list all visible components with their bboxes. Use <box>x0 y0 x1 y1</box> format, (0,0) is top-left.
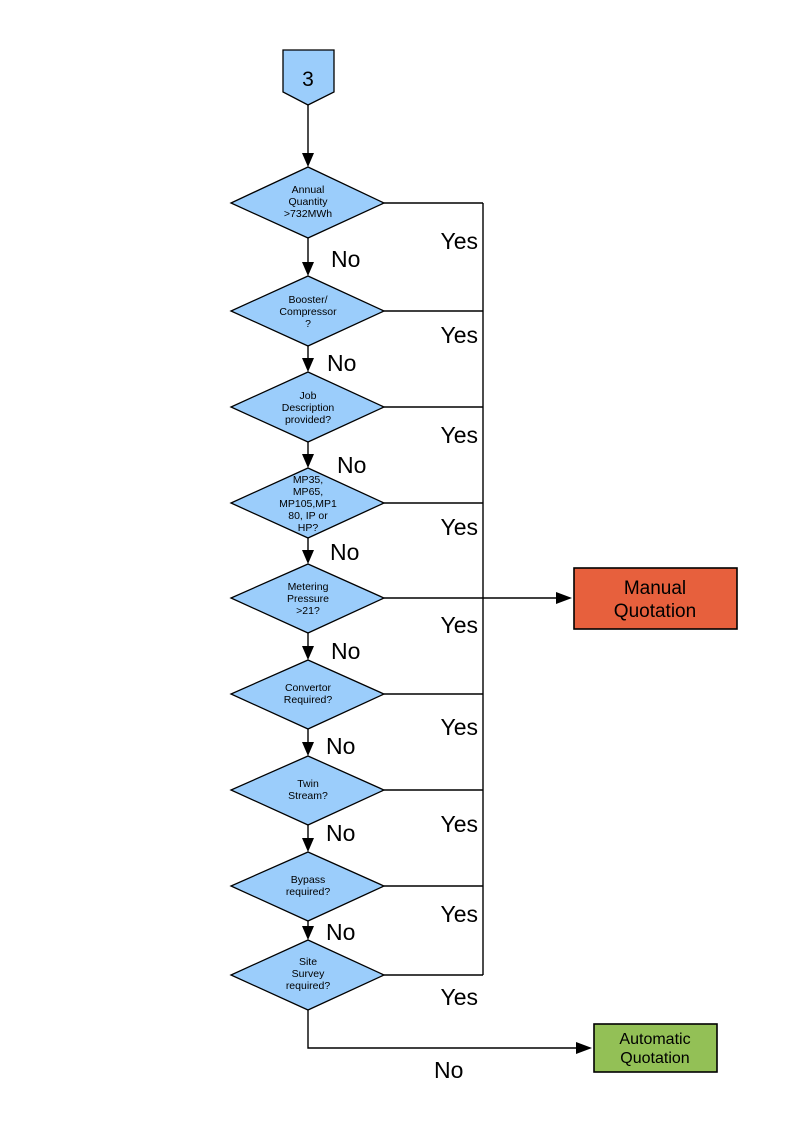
decision-diamond-metering-pressure[interactable] <box>229 563 386 634</box>
automatic-quotation-label-line: Quotation <box>620 1050 689 1067</box>
decision-text-line: Booster/ <box>288 294 327 306</box>
decision-diamond-annual-quantity[interactable] <box>229 166 386 239</box>
edge-label-no-convertor-required: No <box>326 733 355 759</box>
edge-label-no-metering-pressure: No <box>331 638 360 664</box>
manual-quotation-label-line: Manual <box>624 578 686 599</box>
manual-quotation-box[interactable] <box>573 567 738 630</box>
connector-layer <box>302 105 592 1054</box>
node-decision-convertor-required[interactable]: Convertor Required? <box>229 659 386 730</box>
node-decision-site-survey[interactable]: Site Survey required? <box>229 939 386 1011</box>
edge-label-no-bypass-required: No <box>326 919 355 945</box>
node-decision-metering-pressure[interactable]: Metering Pressure >21? <box>229 563 386 634</box>
arrowhead-bypass-required <box>302 838 314 852</box>
decision-diamond-bypass-required[interactable] <box>229 851 386 922</box>
decision-text-line: Bypass <box>291 874 325 886</box>
edge-label-yes-twin-stream: Yes <box>440 811 478 837</box>
arrowhead-pressure-tier <box>302 454 314 468</box>
decision-text-line: Survey <box>292 968 325 980</box>
arrowhead-automatic-quotation <box>576 1042 592 1054</box>
edge-label-yes-metering-pressure: Yes <box>440 612 478 638</box>
decision-text-line: Metering <box>288 581 329 593</box>
automatic-quotation-label-line: Automatic <box>619 1031 690 1048</box>
decision-text-line: >732MWh <box>284 208 332 220</box>
node-decision-pressure-tier[interactable]: MP35, MP65, MP105,MP1 80, IP or HP? <box>229 467 386 539</box>
node-start[interactable]: 3 <box>282 49 335 106</box>
decision-text-line: required? <box>286 886 331 898</box>
decision-text-line: required? <box>286 980 331 992</box>
decision-text-line: HP? <box>298 522 319 534</box>
edge-label-no-booster-compressor: No <box>327 350 356 376</box>
start-label: 3 <box>302 68 314 91</box>
automatic-quotation-box[interactable] <box>593 1023 718 1073</box>
decision-diamond-pressure-tier[interactable] <box>229 467 386 539</box>
decision-text-line: >21? <box>296 605 320 617</box>
manual-quotation-label-line: Quotation <box>614 601 696 622</box>
arrowhead-booster-compressor <box>302 262 314 276</box>
arrowhead-site-survey <box>302 926 314 940</box>
edge-label-no-pressure-tier: No <box>330 539 359 565</box>
decision-text-line: Description <box>282 402 335 414</box>
arrowhead-manual-quotation <box>556 592 572 604</box>
decision-text-line: MP35, <box>293 474 323 486</box>
decision-diamond-twin-stream[interactable] <box>229 755 386 826</box>
edge-label-no-twin-stream: No <box>326 820 355 846</box>
decision-diamond-booster-compressor[interactable] <box>229 275 386 347</box>
edge-label-yes-job-description: Yes <box>440 422 478 448</box>
arrowhead-job-description <box>302 358 314 372</box>
decision-diamond-site-survey[interactable] <box>229 939 386 1011</box>
edge-label-no-job-description: No <box>337 452 366 478</box>
node-decision-job-description[interactable]: Job Description provided? <box>229 371 386 443</box>
edge-label-no-site-survey: No <box>434 1057 463 1083</box>
node-decision-bypass-required[interactable]: Bypass required? <box>229 851 386 922</box>
node-automatic-quotation[interactable]: Automatic Quotation <box>593 1023 718 1073</box>
decision-text-line: MP65, <box>293 486 323 498</box>
connector-site-survey-no <box>307 1010 581 1049</box>
decision-text-line: ? <box>305 318 311 330</box>
arrowhead-twin-stream <box>302 742 314 756</box>
arrowhead-metering-pressure <box>302 550 314 564</box>
decision-text-line: Annual <box>292 184 325 196</box>
decision-text-line: Job <box>300 390 317 402</box>
node-decision-twin-stream[interactable]: Twin Stream? <box>229 755 386 826</box>
edge-label-yes-annual-quantity: Yes <box>440 228 478 254</box>
decision-text-line: 80, IP or <box>288 510 328 522</box>
decision-text-line: Pressure <box>287 593 329 605</box>
decision-diamond-job-description[interactable] <box>229 371 386 443</box>
decision-text-line: Twin <box>297 778 319 790</box>
decision-text-line: Convertor <box>285 682 332 694</box>
edge-label-yes-bypass-required: Yes <box>440 901 478 927</box>
arrowhead-convertor-required <box>302 646 314 660</box>
edge-label-yes-site-survey: Yes <box>440 984 478 1010</box>
edge-label-yes-pressure-tier: Yes <box>440 514 478 540</box>
decision-text-line: Quantity <box>288 196 328 208</box>
node-decision-annual-quantity[interactable]: Annual Quantity >732MWh <box>229 166 386 239</box>
edge-label-no-annual-quantity: No <box>331 246 360 272</box>
arrowhead-annual-quantity <box>302 153 314 167</box>
edge-label-yes-booster-compressor: Yes <box>440 322 478 348</box>
node-decision-booster-compressor[interactable]: Booster/ Compressor ? <box>229 275 386 347</box>
start-pentagon-shape[interactable] <box>282 49 335 106</box>
decision-text-line: Stream? <box>288 790 328 802</box>
edge-label-yes-convertor-required: Yes <box>440 714 478 740</box>
decision-text-line: Compressor <box>279 306 337 318</box>
decision-text-line: provided? <box>285 414 331 426</box>
node-manual-quotation[interactable]: Manual Quotation <box>573 567 738 630</box>
decision-text-line: Required? <box>284 694 333 706</box>
decision-diamond-convertor-required[interactable] <box>229 659 386 730</box>
decision-text-line: Site <box>299 956 317 968</box>
decision-text-line: MP105,MP1 <box>279 498 337 510</box>
